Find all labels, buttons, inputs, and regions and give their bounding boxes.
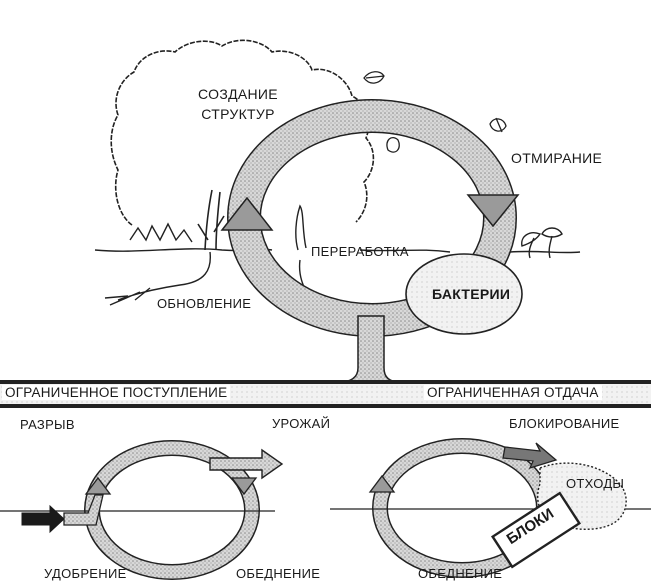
label-band-right: ОГРАНИЧЕННАЯ ОТДАЧА — [424, 385, 602, 400]
label-waste: ОТХОДЫ — [566, 476, 624, 491]
label-fertilizer: УДОБРЕНИЕ — [44, 566, 127, 581]
shrub-left — [130, 224, 192, 242]
leaf-icon — [490, 118, 506, 132]
label-harvest: УРОЖАЙ — [272, 416, 330, 431]
label-renewal: ОБНОВЛЕНИЕ — [157, 296, 251, 311]
leaf-icon — [364, 72, 384, 83]
leaf-icon — [387, 138, 399, 152]
label-processing: ПЕРЕРАБОТКА — [311, 244, 409, 259]
label-blocking: БЛОКИРОВАНИЕ — [509, 416, 620, 431]
tree-trunk — [198, 190, 224, 250]
label-rupture: РАЗРЫВ — [20, 417, 75, 432]
label-depletion-left: ОБЕДНЕНИЕ — [236, 566, 320, 581]
label-depletion-right: ОБЕДНЕНИЕ — [418, 566, 502, 581]
label-band-left: ОГРАНИЧЕННОЕ ПОСТУПЛЕНИЕ — [2, 385, 230, 400]
label-creation: СОЗДАНИЕ СТРУКТУР — [178, 84, 298, 124]
label-dying: ОТМИРАНИЕ — [511, 150, 602, 166]
mushroom-icon — [522, 228, 562, 258]
label-bacteria: БАКТЕРИИ — [432, 286, 510, 302]
fertilizer-arrow-icon — [22, 506, 64, 532]
fertilizer-pipe — [64, 495, 103, 525]
